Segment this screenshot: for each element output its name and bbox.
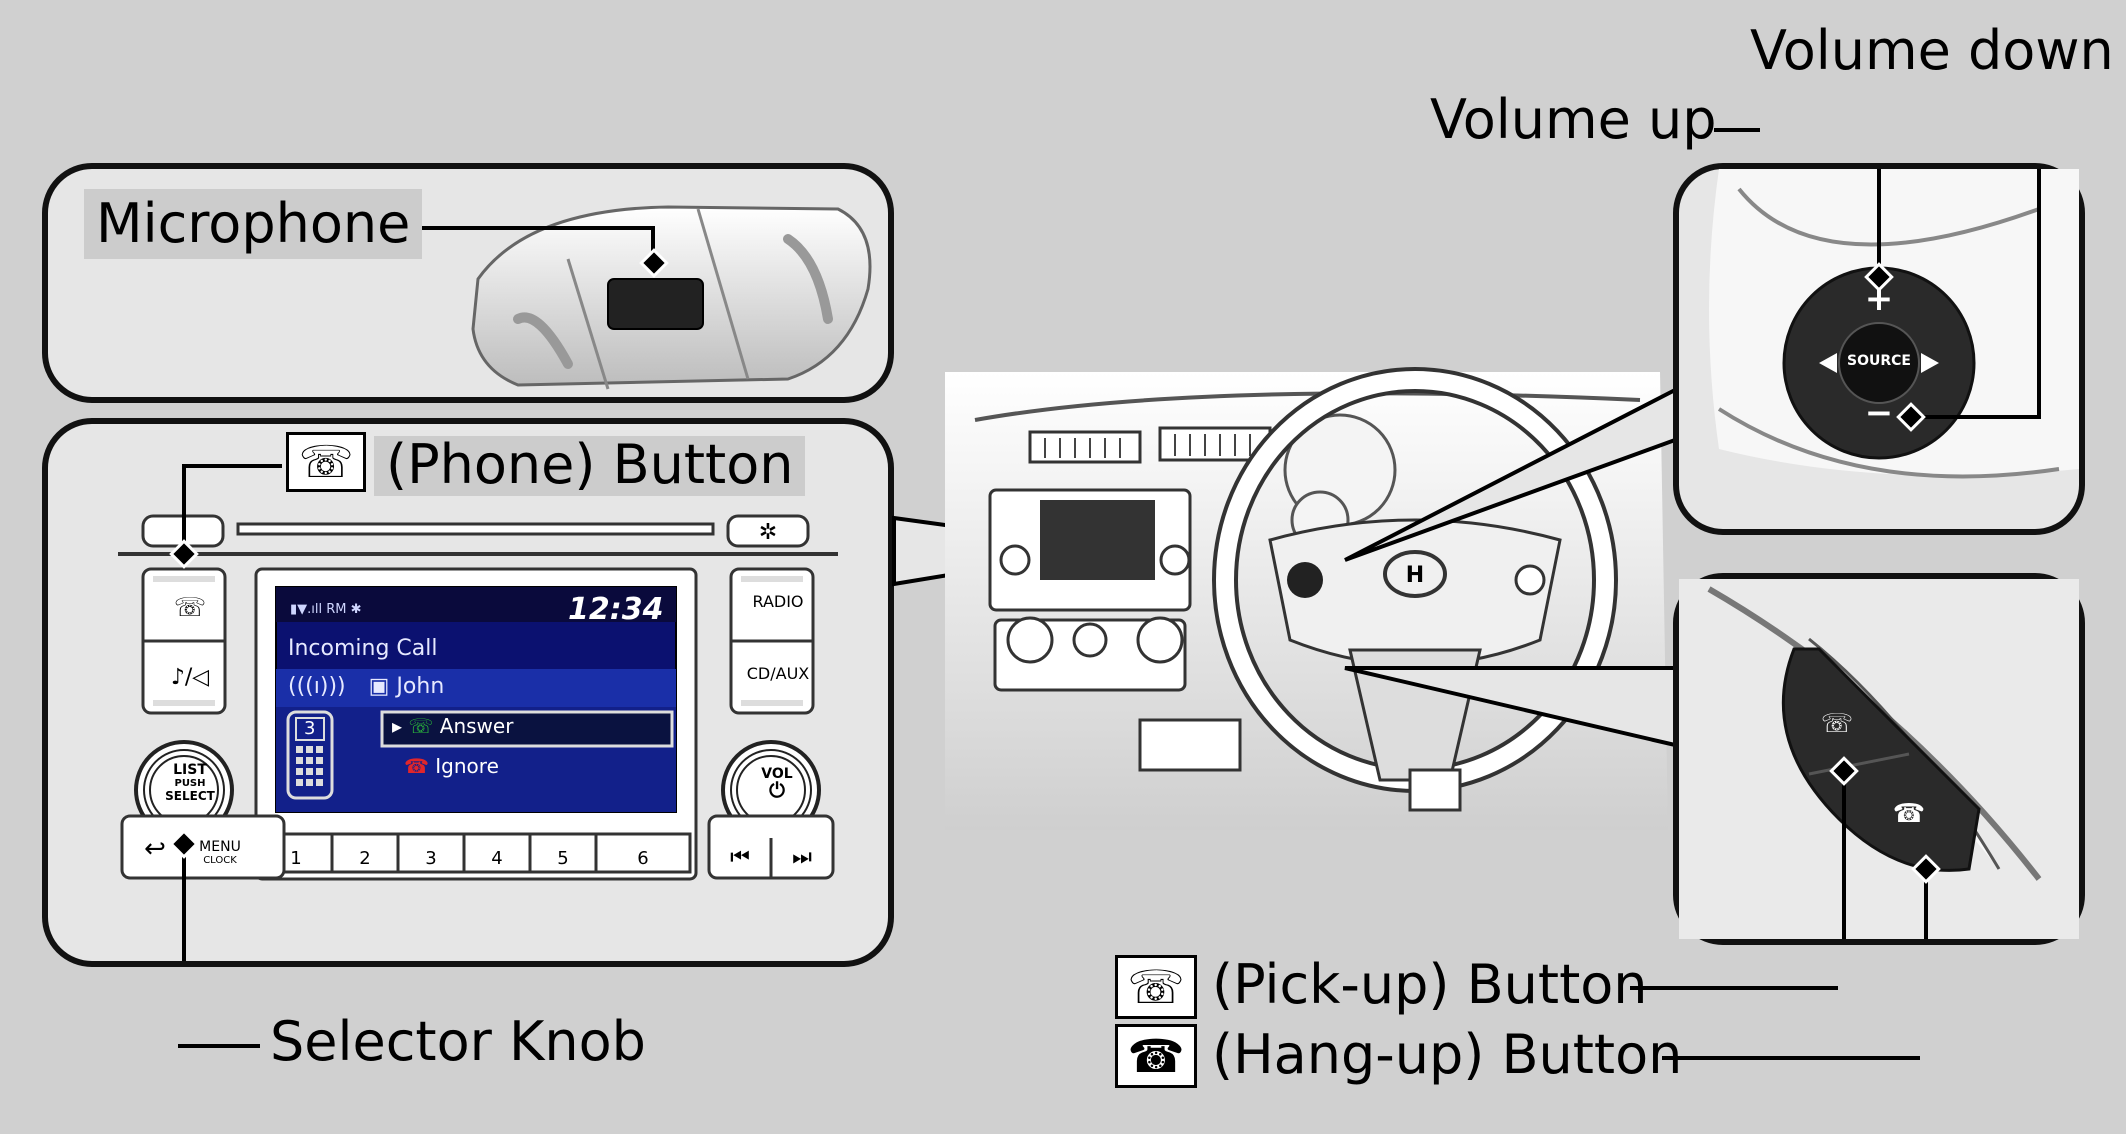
preset-button-5[interactable]: 5 xyxy=(557,848,569,869)
audio-unit-panel: ✲ xyxy=(42,418,894,967)
volume-switch-drawing xyxy=(1709,169,2079,479)
pickup-button-label: (Pick-up) Button xyxy=(1212,953,1648,1016)
preset-button-1[interactable]: 1 xyxy=(290,848,302,869)
volume-controls-panel: + − SOURCE xyxy=(1673,163,2085,535)
volume-down-button[interactable]: − xyxy=(1864,393,1894,433)
brightness-icon: ✲ xyxy=(759,520,777,545)
volume-up-label: Volume up xyxy=(1430,88,1717,151)
overhead-console-drawing xyxy=(421,205,872,390)
lcd-clock: 12:34 xyxy=(568,592,664,627)
knob-list: LIST xyxy=(173,762,207,778)
preset-button-4[interactable]: 4 xyxy=(491,848,503,869)
vol-knob-text: VOL ⏻ xyxy=(739,766,815,802)
answer-option[interactable] xyxy=(380,710,674,748)
vol-label: VOL xyxy=(761,766,793,782)
microphone-panel: Microphone xyxy=(42,163,894,403)
status-rm: RM xyxy=(326,602,347,617)
phone-button-label: (Phone) Button xyxy=(374,436,806,496)
preset-button-2[interactable]: 2 xyxy=(359,848,371,869)
left-arrow-icon[interactable] xyxy=(1819,353,1837,373)
source-button[interactable] xyxy=(1838,322,1920,404)
skip-back-icon: ⏮ xyxy=(730,845,750,870)
skip-forward-icon: ⏭ xyxy=(792,845,812,870)
phone-icon-box: ☏ xyxy=(286,432,366,492)
right-arrow-icon[interactable] xyxy=(1921,353,1939,373)
volume-up-button[interactable]: + xyxy=(1864,279,1894,319)
ring-icon: (((ı))) xyxy=(288,674,346,699)
knob-push: PUSH xyxy=(174,778,206,789)
selector-knob-label: Selector Knob xyxy=(270,1010,646,1073)
preset-button-3[interactable]: 3 xyxy=(425,848,437,869)
menu-label: MENU xyxy=(199,839,241,855)
answer-phone-icon: ☏ xyxy=(408,714,434,738)
hangup-button-label: (Hang-up) Button xyxy=(1212,1023,1683,1086)
hangup-icon-box: ☎ xyxy=(1115,1024,1197,1088)
pickup-button[interactable]: ☏ xyxy=(1820,709,1854,739)
knob-select: SELECT xyxy=(165,789,215,803)
phone-button[interactable]: ☏ xyxy=(173,593,207,623)
hangup-button[interactable]: ☎ xyxy=(1892,799,1926,829)
ignore-label: Ignore xyxy=(435,754,499,778)
audio-button[interactable]: ♪/◁ xyxy=(170,665,210,690)
caller-name: John xyxy=(396,674,445,699)
audio-unit-drawing: ✲ xyxy=(118,464,838,961)
power-icon: ⏻ xyxy=(769,778,785,802)
radio-button[interactable]: RADIO xyxy=(752,592,804,611)
phone-keypad-icon xyxy=(286,710,334,800)
microphone-label: Microphone xyxy=(84,189,423,259)
cd-aux-button[interactable]: CD/AUX xyxy=(746,664,810,683)
keypad-digit: 3 xyxy=(304,718,316,739)
incoming-call-title: Incoming Call xyxy=(288,636,438,661)
svg-text:H: H xyxy=(1406,563,1424,588)
phone-switch-drawing xyxy=(1679,579,2079,939)
answer-label: Answer xyxy=(439,714,514,738)
preset-button-6[interactable]: 6 xyxy=(637,848,649,869)
back-button[interactable]: ↩ xyxy=(144,834,166,864)
brightness-button[interactable] xyxy=(726,514,810,548)
knob-text: LIST PUSH SELECT xyxy=(152,762,228,803)
answer-arrow-icon: ▸ xyxy=(392,714,403,738)
pickup-icon-box: ☏ xyxy=(1115,955,1197,1019)
answer-row[interactable]: ▸ ☏ Answer xyxy=(392,714,513,738)
source-label: SOURCE xyxy=(1847,353,1911,369)
honda-logo xyxy=(1383,550,1447,598)
steering-audio-controls xyxy=(1287,562,1323,598)
caller-row: (((ı))) ▣ John xyxy=(288,674,444,699)
ignore-row[interactable]: ☎ Ignore xyxy=(404,754,499,778)
keypad-dots xyxy=(296,746,323,786)
phone-switch-panel: ☏ ☎ xyxy=(1673,573,2085,945)
signal-status: ▮▼.ıll RM ✱ xyxy=(290,602,362,617)
contact-icon: ▣ xyxy=(368,674,390,699)
clock-label: CLOCK xyxy=(203,855,237,866)
cd-slot xyxy=(236,522,715,536)
menu-button[interactable]: MENU CLOCK xyxy=(192,840,248,868)
volume-down-label: Volume down xyxy=(1750,19,2114,82)
microphone-grille xyxy=(607,278,704,330)
ignore-phone-icon: ☎ xyxy=(404,754,429,778)
preset-buttons: 1 2 3 4 5 6 xyxy=(260,840,690,878)
